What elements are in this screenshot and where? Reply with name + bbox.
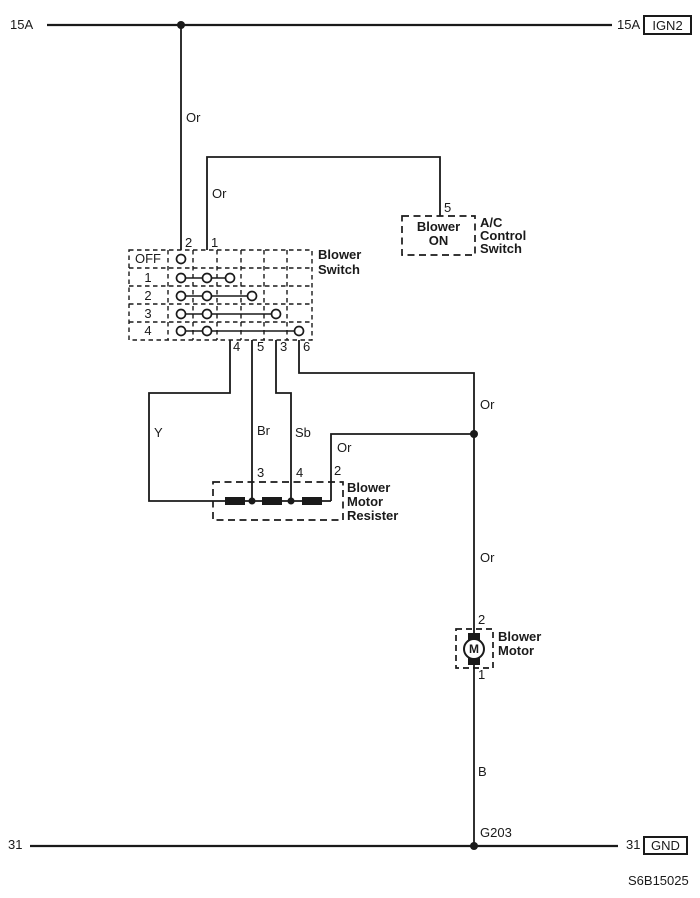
motor-name-line1: Blower: [498, 629, 542, 644]
ac-switch-label-line2: ON: [428, 233, 449, 248]
wire-label-b: B: [478, 764, 487, 779]
ac-control-switch-box: [401, 215, 476, 256]
wire-branch-to-resistor-pin2: [330, 433, 474, 501]
blower-switch-pin-1: 1: [211, 235, 219, 250]
fuse-rating-left: 15A: [10, 17, 34, 32]
junction-or-branch: [470, 430, 478, 438]
ac-switch-name-line2: Control: [480, 228, 527, 243]
ign2-connector-label: IGN2: [652, 17, 683, 33]
ac-switch-label-line1: Blower: [416, 219, 461, 234]
wire-label-br: Br: [257, 423, 270, 438]
junction-ground: [470, 842, 478, 850]
motor-name-line2: Motor: [498, 643, 535, 658]
resister-name-line3: Resister: [347, 508, 399, 523]
junction-power: [177, 21, 185, 29]
wire-pin3-sb-to-resistor: [275, 340, 292, 501]
wire-pin4-y-to-resistor: [148, 340, 331, 502]
resistor-element: [302, 497, 322, 505]
blower-switch-position-1: 1: [144, 270, 152, 285]
ac-switch-pin-5: 5: [444, 200, 452, 215]
blower-switch-pin-3: 3: [280, 339, 288, 354]
resistor-element: [225, 497, 245, 505]
blower-switch-name-line2: Switch: [318, 262, 360, 277]
wire-label-or-1: Or: [186, 110, 201, 125]
ign2-connector: IGN2: [643, 15, 692, 35]
blower-switch-symbol: [128, 249, 313, 341]
blower-switch-position-4: 4: [144, 323, 152, 338]
motor-pin-2: 2: [478, 612, 486, 627]
resister-pin-3: 3: [257, 465, 265, 480]
ground-terminal-left: 31: [8, 837, 23, 852]
motor-m-symbol: M: [469, 642, 479, 656]
junction-resistor-3: [248, 497, 256, 505]
motor-terminal-top: [468, 633, 480, 641]
wire-label-or-2: Or: [212, 186, 227, 201]
blower-switch-contacts: [175, 253, 305, 337]
junction-resistor-4: [287, 497, 295, 505]
blower-switch-pin-6: 6: [303, 339, 311, 354]
motor-pin-1: 1: [478, 667, 486, 682]
gnd-connector-label: GND: [651, 838, 680, 853]
wire-label-or-4: Or: [337, 440, 352, 455]
blower-motor-symbol: [455, 628, 494, 669]
blower-switch-name-line1: Blower: [318, 247, 362, 262]
blower-switch-pin-4: 4: [233, 339, 241, 354]
blower-switch-position-3: 3: [144, 306, 152, 321]
diagram-id: S6B15025: [628, 873, 689, 888]
ac-switch-name-line3: Switch: [480, 241, 522, 256]
ground-terminal-right: 31: [626, 837, 641, 852]
wire-switch-pin1-to-ac: [206, 156, 441, 250]
motor-terminal-bottom: [468, 657, 480, 665]
circuit-wires: [148, 25, 475, 846]
wire-label-y: Y: [154, 425, 163, 440]
blower-switch-position-2: 2: [144, 288, 152, 303]
resister-pin-2: 2: [334, 463, 342, 478]
resister-name-line2: Motor: [347, 494, 384, 509]
gnd-connector: GND: [643, 836, 688, 855]
blower-switch-pin-5: 5: [257, 339, 265, 354]
wire-label-or-3: Or: [480, 397, 495, 412]
blower-switch-position-off: OFF: [135, 251, 161, 266]
junction-dots: [177, 21, 478, 850]
ground-point-label: G203: [480, 825, 512, 840]
motor-circle: [463, 638, 485, 660]
resistor-element: [262, 497, 282, 505]
wire-pin6-or-to-motor: [298, 340, 475, 633]
resister-name-line1: Blower: [347, 480, 391, 495]
wire-label-sb: Sb: [295, 425, 311, 440]
wire-label-or-5: Or: [480, 550, 495, 565]
blower-switch-pin-2: 2: [185, 235, 193, 250]
resister-pin-4: 4: [296, 465, 304, 480]
blower-motor-resister-symbol: [212, 481, 344, 521]
fuse-rating-right: 15A: [617, 17, 641, 32]
ac-switch-name-line1: A/C: [480, 215, 503, 230]
